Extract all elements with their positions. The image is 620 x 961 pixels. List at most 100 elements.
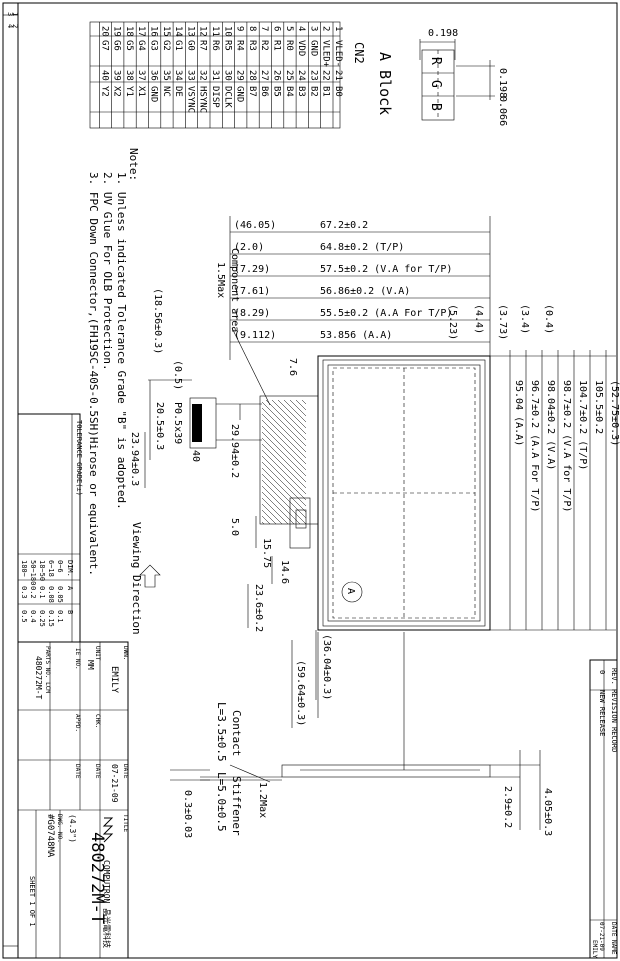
- tolerance-cell: 50~180: [29, 560, 37, 585]
- dim-20-5: 20.5±0.3: [154, 402, 165, 450]
- cn2-pin-signal: G7: [99, 40, 109, 51]
- width-dim-main: 53.856 (A.A): [320, 330, 392, 341]
- length-dim-offset: (4.4): [473, 304, 484, 334]
- cn2-pin-number: 40: [99, 70, 109, 81]
- cn2-pin-number: 30: [222, 70, 232, 81]
- cn2-pin-number: 23: [308, 70, 318, 81]
- drawing-size: (4.3"): [68, 814, 77, 843]
- cn2-pin-number: 11: [210, 26, 220, 37]
- cn2-pin-signal: HSYNC: [198, 86, 208, 113]
- tolerance-cell: 0.25: [38, 610, 46, 627]
- cn2-pin-number: 39: [112, 70, 122, 81]
- viewing-arrow-icon: [139, 564, 161, 588]
- cn2-pin-signal: VSYNC: [185, 86, 195, 113]
- notes-title: Note:: [127, 148, 140, 181]
- tolerance-title: TOLERANCE GRADE(±): [75, 420, 83, 496]
- title-block: UNIT MM DWN. EMILY CHK. APPD. DATE 07-21…: [17, 641, 129, 959]
- dwn-name: EMILY: [109, 666, 119, 694]
- parts-no-value: 480272M-T: [34, 656, 43, 700]
- length-dim-offset: (3.73): [497, 304, 508, 340]
- cn2-pin-signal: G0: [185, 40, 195, 51]
- cn2-pin-signal: GND: [308, 40, 318, 56]
- cn2-pin-signal: R3: [247, 40, 257, 51]
- dim-36-04: (36.04±0.3): [321, 634, 332, 700]
- cn2-pin-signal: B5: [272, 86, 282, 97]
- cn2-pin-signal: R6: [210, 40, 220, 51]
- length-dim-offset: (5.23): [447, 304, 458, 340]
- note-2: 2. UV Glue For OLB Protection.: [101, 172, 114, 371]
- revision-rev: 0: [598, 670, 606, 674]
- cn2-pin-signal: DISP: [210, 86, 220, 108]
- title-label: TITLE: [122, 814, 129, 832]
- side-stiffener-l: L=5.0±0.5: [215, 772, 228, 832]
- cn2-pin-signal: R0: [284, 40, 294, 51]
- side-view: Contact L=3.5±0.5 Stiffener L=5.0±0.5 1.…: [170, 702, 553, 838]
- width-dimensions: (46.05)67.2±0.2(2.0)64.8±0.2 (T/P)(7.29)…: [229, 216, 491, 360]
- tolerance-table: TOLERANCE GRADE(±) DIM.AB0~60.050.16~180…: [17, 413, 83, 643]
- cn2-pin-number: 7: [259, 26, 269, 31]
- cn2-pin-number: 24: [296, 70, 306, 81]
- cn2-pin-signal: NC: [161, 86, 171, 97]
- cn2-pin-number: 18: [124, 26, 134, 37]
- cn2-pin-number: 10: [222, 26, 232, 37]
- revision-date-name: DATE NAME: [610, 922, 617, 955]
- notes: Note: 1. Unless indicated Tolerance Grad…: [87, 148, 140, 576]
- cn2-pin-number: 17: [136, 26, 146, 37]
- cn2-pin-signal: R5: [222, 40, 232, 51]
- revision-name: EMILY: [591, 940, 598, 958]
- fpc: [259, 395, 319, 525]
- dim-14-6: 14.6: [279, 560, 290, 584]
- tolerance-cell: 18~50: [38, 560, 46, 581]
- chk-label: CHK.: [94, 714, 101, 728]
- cn2-pin-signal: B6: [259, 86, 269, 97]
- tolerance-head: A: [66, 586, 74, 591]
- fpc-dimensions: Component area 1.5Max (18.56±0.3) (0.5) …: [129, 248, 405, 770]
- zone-number: 3: [6, 12, 14, 16]
- cn2-pin-signal: G1: [173, 40, 183, 51]
- cn2-pin-number: 25: [284, 70, 294, 81]
- zone-numbers-top: 1 2 3 4: [6, 12, 19, 28]
- revision-record: REV. REVISION RECORD 0 NEW RELEASE DATE …: [589, 659, 618, 959]
- cn2-pin-number: 1: [333, 26, 343, 31]
- cn2-pin-number: 8: [247, 26, 257, 31]
- ie-no-label: IE NO.: [74, 648, 81, 670]
- note-1: 1. Unless indicated Tolerance Grade "B" …: [115, 172, 128, 510]
- date-value: 07-21-09: [110, 764, 119, 803]
- cn2-pin-number: 6: [272, 26, 282, 31]
- dim-40: 40: [190, 450, 201, 462]
- tolerance-cell: 0.1: [38, 586, 46, 599]
- cn2-pin-signal: G5: [124, 40, 134, 51]
- cn2-pin-number: 32: [198, 70, 208, 81]
- cn2-pin-signal: R7: [198, 40, 208, 51]
- note-3: 3. FPC Down Connector,(FH19SC-40S-0.5SH)…: [87, 172, 100, 576]
- detail-circle-label: A: [345, 588, 356, 594]
- width-dim-ref: (9.112): [234, 330, 276, 341]
- dwg-no-label: DWG. NO.: [56, 814, 63, 843]
- cn2-pin-signal: Y1: [124, 86, 134, 97]
- tolerance-cell: 0.4: [29, 610, 37, 623]
- width-dim-ref: (46.05): [234, 220, 276, 231]
- cn2-pin-number: 4: [296, 26, 306, 31]
- cn2-pin-signal: X1: [136, 86, 146, 97]
- pixel-pitch-dim: 0.198: [428, 28, 458, 39]
- company-logo: [102, 817, 114, 843]
- cn2-pin-number: 2: [321, 26, 331, 31]
- zone-number: 1: [11, 12, 19, 16]
- width-dim-main: 55.5±0.2 (A.A For T/P): [320, 308, 452, 319]
- side-contact-l: L=3.5±0.5: [215, 702, 228, 762]
- pixel-detail: R G B 0.198 0.198 0.066 A Block: [376, 28, 508, 126]
- drawing-title: 480272M-T: [87, 832, 107, 924]
- cn2-pin-signal: VDD: [296, 40, 306, 56]
- pixel-cell-g: G: [428, 80, 443, 88]
- dim-29-94: 29.94±0.2: [229, 424, 240, 478]
- block-label: A Block: [376, 52, 394, 115]
- cn2-pin-signal: R1: [272, 40, 282, 51]
- length-dim: 96.7±0.2 (A.A For T/P): [529, 380, 540, 512]
- width-dim-ref: (2.0): [234, 242, 264, 253]
- cn2-pin-signal: GND: [149, 86, 159, 102]
- length-dim-offset: (3.4): [519, 304, 530, 334]
- revision-title: REV. REVISION RECORD: [610, 668, 618, 752]
- cn2-pin-number: 31: [210, 70, 220, 81]
- date-label-2: DATE: [94, 764, 101, 779]
